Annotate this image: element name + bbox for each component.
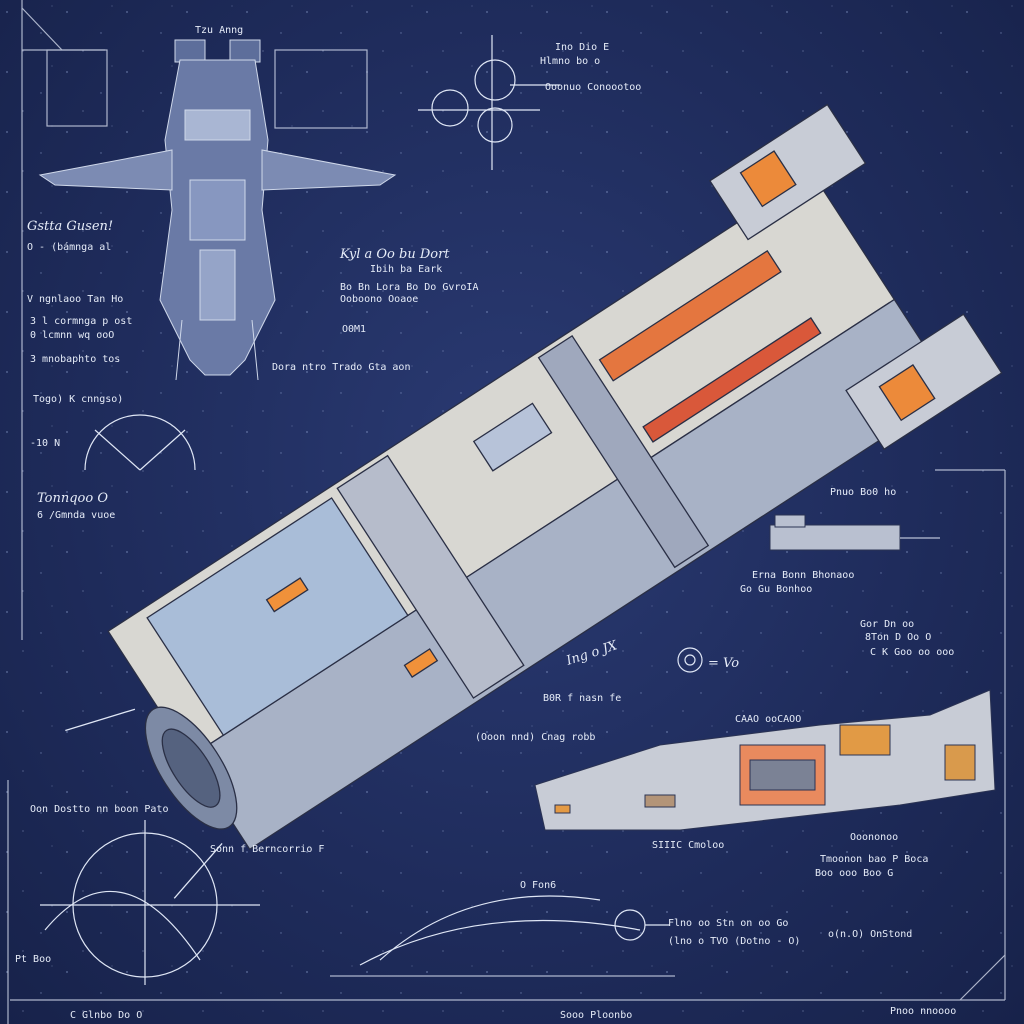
note: Kyl a Oo bu Dort: [339, 247, 450, 262]
note: Ino Dio E: [555, 42, 609, 53]
note: Pnuo Bo0 ho: [830, 487, 896, 498]
note: O - (bámnga al: [27, 241, 111, 253]
note: = Vo: [708, 656, 739, 671]
note: Bo Bn Lora Bo Do GvroIA: [340, 282, 478, 293]
note: Ibih ba Eark: [370, 264, 442, 275]
main-starship: [65, 103, 1003, 899]
note: 3 l cormnga p ost: [30, 316, 132, 327]
note: SIIIC Cmoloo: [652, 840, 724, 851]
note: (lno o TVO (Dotno - O): [668, 936, 800, 947]
top-view-title: Tzu Anng: [195, 25, 243, 36]
note: 3 mnobaphto tos: [30, 354, 120, 365]
note: (Ooon nnd) Cnag robb: [475, 732, 595, 743]
frame-lines: [7, 0, 1006, 1024]
note: Dora ntro Trado Gta aon: [272, 362, 410, 373]
note: 6 /Gmnda vuoe: [37, 510, 115, 521]
note: Oon Dostto nn boon Pato: [30, 804, 168, 815]
note: -10 N: [30, 438, 60, 449]
trajectory-diagram: [359, 895, 670, 966]
note: Tonnqoo O: [37, 491, 108, 506]
side-view-ship: [534, 689, 996, 831]
note: Ooboono Ooaoe: [340, 294, 418, 305]
note: 8Ton D Oo O: [865, 632, 931, 643]
note: o(n.O) OnStond: [828, 929, 912, 940]
note: C Glnbo Do O: [70, 1010, 142, 1021]
note: Sonn f Berncorrio F: [210, 844, 324, 855]
side-detail-ship: [769, 514, 940, 551]
note: Togo) K cnngso): [33, 394, 123, 405]
note: 0 lcmnn wq ooO: [30, 330, 114, 341]
note: Ooononoo: [850, 832, 898, 843]
target-circles-diagram: [418, 35, 560, 170]
note: V ngnlaoo Tan Ho: [27, 294, 123, 305]
note: Flno oo Stn on oo Go: [668, 918, 788, 929]
formula-glyph: [677, 647, 703, 673]
note: Boo ooo Boo G: [815, 868, 893, 879]
note: O0M1: [342, 324, 366, 335]
note: Hlmno bo o: [540, 56, 600, 67]
arc-diagram-left: [84, 414, 196, 471]
note: Tmoonon bao P Boca: [820, 854, 928, 865]
note: Gor Dn oo: [860, 619, 914, 630]
note: B0R f nasn fe: [543, 693, 621, 704]
note: Pt Boo: [15, 954, 51, 965]
note: Pnoo nnoooo: [890, 1006, 956, 1017]
circle-diagram-bottom-left: [40, 820, 260, 985]
note: Erna Bonn Bhonaoo: [752, 570, 854, 581]
annotations: Tzu Anng Gstta Gusen! O - (bámnga al V …: [15, 25, 956, 1021]
note: CAAO ooCAOO: [735, 714, 801, 725]
note: Go Gu Bonhoo: [740, 584, 812, 595]
note: Gstta Gusen!: [27, 219, 113, 234]
note: Ooonuo Conoootoo: [545, 82, 641, 93]
top-view-ship: [38, 39, 397, 381]
note: O Fon6: [520, 880, 556, 891]
note: Sooo Ploonbo: [560, 1010, 632, 1021]
note: C K Goo oo ooo: [870, 647, 954, 658]
